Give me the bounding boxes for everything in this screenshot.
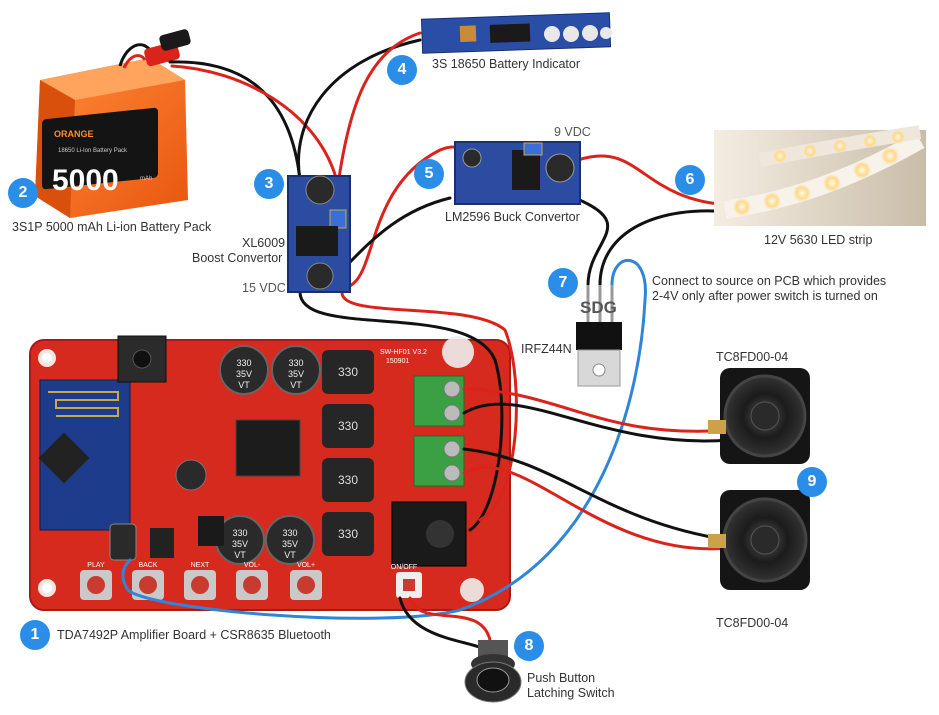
- svg-text:BACK: BACK: [138, 562, 157, 569]
- badge-7: 7: [548, 268, 578, 298]
- badge-1: 1: [20, 620, 50, 650]
- svg-text:VOL+: VOL+: [297, 562, 315, 569]
- boost-voltage: 15 VDC: [242, 281, 286, 295]
- svg-text:VT: VT: [238, 380, 250, 390]
- capacitor-1: 330 35V VT: [219, 345, 269, 395]
- push-button: [464, 640, 522, 703]
- inductor-column: 330 330 330 330: [322, 350, 374, 556]
- svg-text:VT: VT: [234, 550, 246, 560]
- svg-text:ORANGE: ORANGE: [54, 129, 94, 139]
- note-line1: Connect to source on PCB which provides: [652, 274, 887, 288]
- note-line2: 2-4V only after power switch is turned o…: [652, 289, 878, 303]
- led-strip: [714, 125, 926, 226]
- svg-text:330: 330: [236, 358, 251, 368]
- mosfet-label: IRFZ44N: [521, 342, 572, 356]
- board-buttons: PLAY BACK NEXT VOL- VOL+ ON/OFF: [80, 562, 422, 600]
- wires: [121, 31, 732, 652]
- capacitor-4: 330 35V VT: [265, 515, 315, 565]
- capacitor-2: 330 35V VT: [271, 345, 321, 395]
- buck-label: LM2596 Buck Convertor: [445, 210, 580, 224]
- svg-text:ON/OFF: ON/OFF: [391, 564, 417, 571]
- svg-text:SW-HF01 V3.2: SW-HF01 V3.2: [380, 349, 427, 356]
- speaker-top: [708, 368, 810, 464]
- svg-text:330: 330: [232, 528, 247, 538]
- svg-text:330: 330: [338, 419, 358, 433]
- svg-text:330: 330: [282, 528, 297, 538]
- mosfet: [576, 285, 622, 387]
- boost-converter: [287, 175, 351, 293]
- svg-text:5000: 5000: [52, 164, 119, 197]
- boost-label-line1: XL6009: [242, 236, 286, 250]
- boost-label-line2: Boost Convertor: [192, 251, 283, 265]
- svg-text:35V: 35V: [288, 369, 304, 379]
- svg-text:330: 330: [338, 527, 358, 541]
- badge-3: 3: [254, 169, 284, 199]
- speaker-bottom-label: TC8FD00-04: [716, 616, 789, 630]
- svg-text:35V: 35V: [232, 539, 248, 549]
- svg-text:VOL-: VOL-: [244, 562, 261, 569]
- button-label-line2: Latching Switch: [527, 686, 615, 700]
- svg-text:PLAY: PLAY: [87, 562, 105, 569]
- badge-6: 6: [675, 165, 705, 195]
- badge-8: 8: [514, 631, 544, 661]
- svg-text:150901: 150901: [386, 358, 409, 365]
- svg-text:35V: 35V: [236, 369, 252, 379]
- badge-2: 2: [8, 178, 38, 208]
- svg-text:VT: VT: [284, 550, 296, 560]
- svg-text:35V: 35V: [282, 539, 298, 549]
- mosfet-pins: SDG: [580, 298, 617, 317]
- battery-indicator: [420, 12, 612, 54]
- battery-label: 3S1P 5000 mAh Li-ion Battery Pack: [12, 220, 212, 234]
- svg-text:NEXT: NEXT: [191, 562, 210, 569]
- svg-text:330: 330: [338, 473, 358, 487]
- svg-text:330: 330: [288, 358, 303, 368]
- svg-text:330: 330: [338, 365, 358, 379]
- speaker-top-label: TC8FD00-04: [716, 350, 789, 364]
- svg-text:VT: VT: [290, 380, 302, 390]
- amplifier-board: 330 35V VT 330 35V VT 330 35V VT 330 35V…: [29, 335, 511, 611]
- svg-text:18650 Li-Ion Battery Pack: 18650 Li-Ion Battery Pack: [58, 148, 128, 154]
- indicator-label: 3S 18650 Battery Indicator: [432, 57, 581, 71]
- badge-4: 4: [387, 55, 417, 85]
- amp-label: TDA7492P Amplifier Board + CSR8635 Bluet…: [57, 628, 331, 642]
- badge-5: 5: [414, 159, 444, 189]
- badge-9: 9: [797, 467, 827, 497]
- button-label-line1: Push Button: [527, 671, 596, 685]
- speaker-bottom: [708, 490, 810, 590]
- battery-pack: ORANGE 18650 Li-Ion Battery Pack 5000 mA…: [35, 29, 191, 218]
- svg-text:mAh: mAh: [140, 176, 152, 182]
- buck-voltage: 9 VDC: [554, 125, 591, 139]
- led-label: 12V 5630 LED strip: [764, 233, 873, 247]
- buck-converter: [454, 141, 581, 205]
